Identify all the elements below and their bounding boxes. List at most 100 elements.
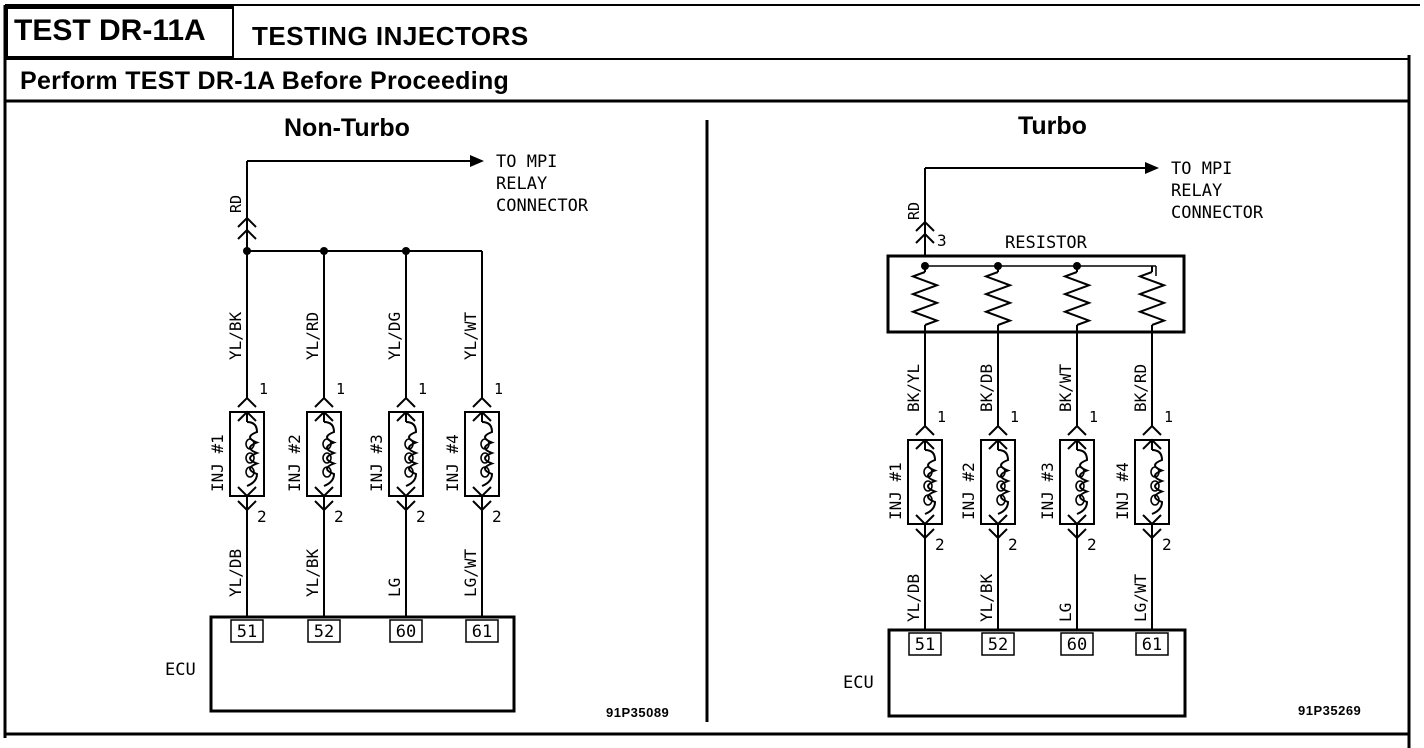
resistor-icon: [910, 271, 940, 326]
connector-icon: [915, 220, 935, 232]
supply-wire-color: YL/RD: [303, 312, 322, 360]
connector-icon: [1067, 424, 1087, 436]
ecu-pin-box: [465, 619, 499, 643]
connector-icon: [314, 396, 334, 408]
pin-number: 1: [418, 380, 427, 398]
ecu-pin-number: 61: [1142, 635, 1162, 655]
destination-label: CONNECTOR: [1171, 203, 1264, 223]
connector-icon: [237, 216, 257, 228]
pin-number: 2: [935, 535, 945, 554]
panel-title-turbo: Turbo: [1018, 112, 1087, 140]
page-title: TESTING INJECTORS: [252, 21, 529, 51]
connector-icon: [237, 228, 257, 240]
page-subtitle: Perform TEST DR-1A Before Proceeding: [20, 67, 510, 95]
ecu-wire-color: YL/BK: [977, 573, 996, 622]
pin-number: 2: [1162, 535, 1172, 554]
test-id-box: [5, 6, 234, 59]
ecu-wire-color: LG: [385, 578, 404, 597]
coil-icon: [480, 421, 495, 487]
connector-icon: [472, 486, 492, 498]
ecu-pin-box: [981, 632, 1015, 656]
coil-icon: [1075, 449, 1090, 515]
pin-number: 1: [937, 408, 946, 426]
supply-wire-color: BK/DB: [977, 364, 996, 412]
connector-icon: [237, 486, 257, 498]
ecu-wire-color: YL/DB: [904, 574, 923, 622]
connector-icon: [237, 396, 257, 408]
ecu-pin-number: 52: [314, 622, 334, 642]
supply-wire-color: BK/WT: [1056, 363, 1075, 412]
pin-number: 1: [494, 380, 503, 398]
pin-number: 2: [1008, 535, 1018, 554]
connector-icon: [988, 514, 1008, 526]
connector-icon: [915, 232, 935, 244]
connector-icon: [1142, 424, 1162, 436]
injector-label: INJ #1: [886, 462, 905, 520]
ecu-wire-color: LG/WT: [1131, 573, 1150, 622]
pin-number: 1: [1164, 408, 1173, 426]
ecu-wire-color: YL/DB: [226, 549, 245, 597]
pin-number: 1: [336, 380, 345, 398]
supply-wire-color: YL/DG: [385, 312, 404, 360]
ecu-wire-color: LG: [1056, 603, 1075, 622]
ecu-pin-number: 51: [237, 622, 257, 642]
supply-wire-color: BK/YL: [904, 364, 923, 412]
connector-icon: [396, 396, 416, 408]
coil-icon: [245, 421, 260, 487]
pin-number: 1: [1089, 408, 1098, 426]
ecu-pin-number: 52: [988, 635, 1008, 655]
panel-title-non-turbo: Non-Turbo: [284, 114, 410, 142]
pin-number: 2: [257, 507, 267, 526]
injector-label: INJ #3: [367, 434, 386, 492]
ecu-pin-number: 61: [472, 622, 492, 642]
coil-icon: [996, 449, 1011, 515]
ecu-wire-color: YL/BK: [303, 548, 322, 597]
ecu-box: [209, 615, 516, 713]
part-number-non-turbo: 91P35089: [606, 705, 670, 720]
pin-number: 2: [1087, 535, 1097, 554]
arrow-icon: [1145, 162, 1159, 174]
destination-label: RELAY: [496, 174, 547, 194]
destination-label: TO MPI: [496, 152, 557, 172]
injector-label: INJ #2: [285, 434, 304, 492]
ecu-label: ECU: [843, 673, 874, 693]
destination-label: RELAY: [1171, 181, 1222, 201]
arrow-icon: [470, 155, 484, 167]
ecu-wire-color: LG/WT: [461, 548, 480, 597]
connector-icon: [988, 424, 1008, 436]
resistor-pin-number: 3: [937, 231, 947, 250]
destination-label: CONNECTOR: [496, 196, 589, 216]
coil-icon: [1150, 449, 1165, 515]
ecu-pin-box: [389, 619, 423, 643]
resistor-icon: [1062, 271, 1092, 326]
coil-icon: [404, 421, 419, 487]
test-id: TEST DR-11A: [14, 14, 206, 47]
ecu-pin-number: 60: [1067, 635, 1087, 655]
connector-icon: [1067, 514, 1087, 526]
ecu-pin-box: [908, 632, 942, 656]
ecu-box: [887, 628, 1187, 718]
resistor-label: RESISTOR: [1005, 233, 1088, 253]
injector-label: INJ #2: [959, 462, 978, 520]
feed-wire-color: RD: [905, 202, 923, 220]
ecu-pin-box: [230, 619, 264, 643]
supply-wire-color: YL/WT: [461, 311, 480, 360]
ecu-pin-box: [1060, 632, 1094, 656]
ecu-pin-box: [1135, 632, 1169, 656]
ecu-pin-number: 60: [396, 622, 416, 642]
pin-number: 2: [334, 507, 344, 526]
injector-label: INJ #4: [443, 434, 462, 492]
supply-wire-color: BK/RD: [1131, 364, 1150, 412]
ecu-pin-box: [307, 619, 341, 643]
